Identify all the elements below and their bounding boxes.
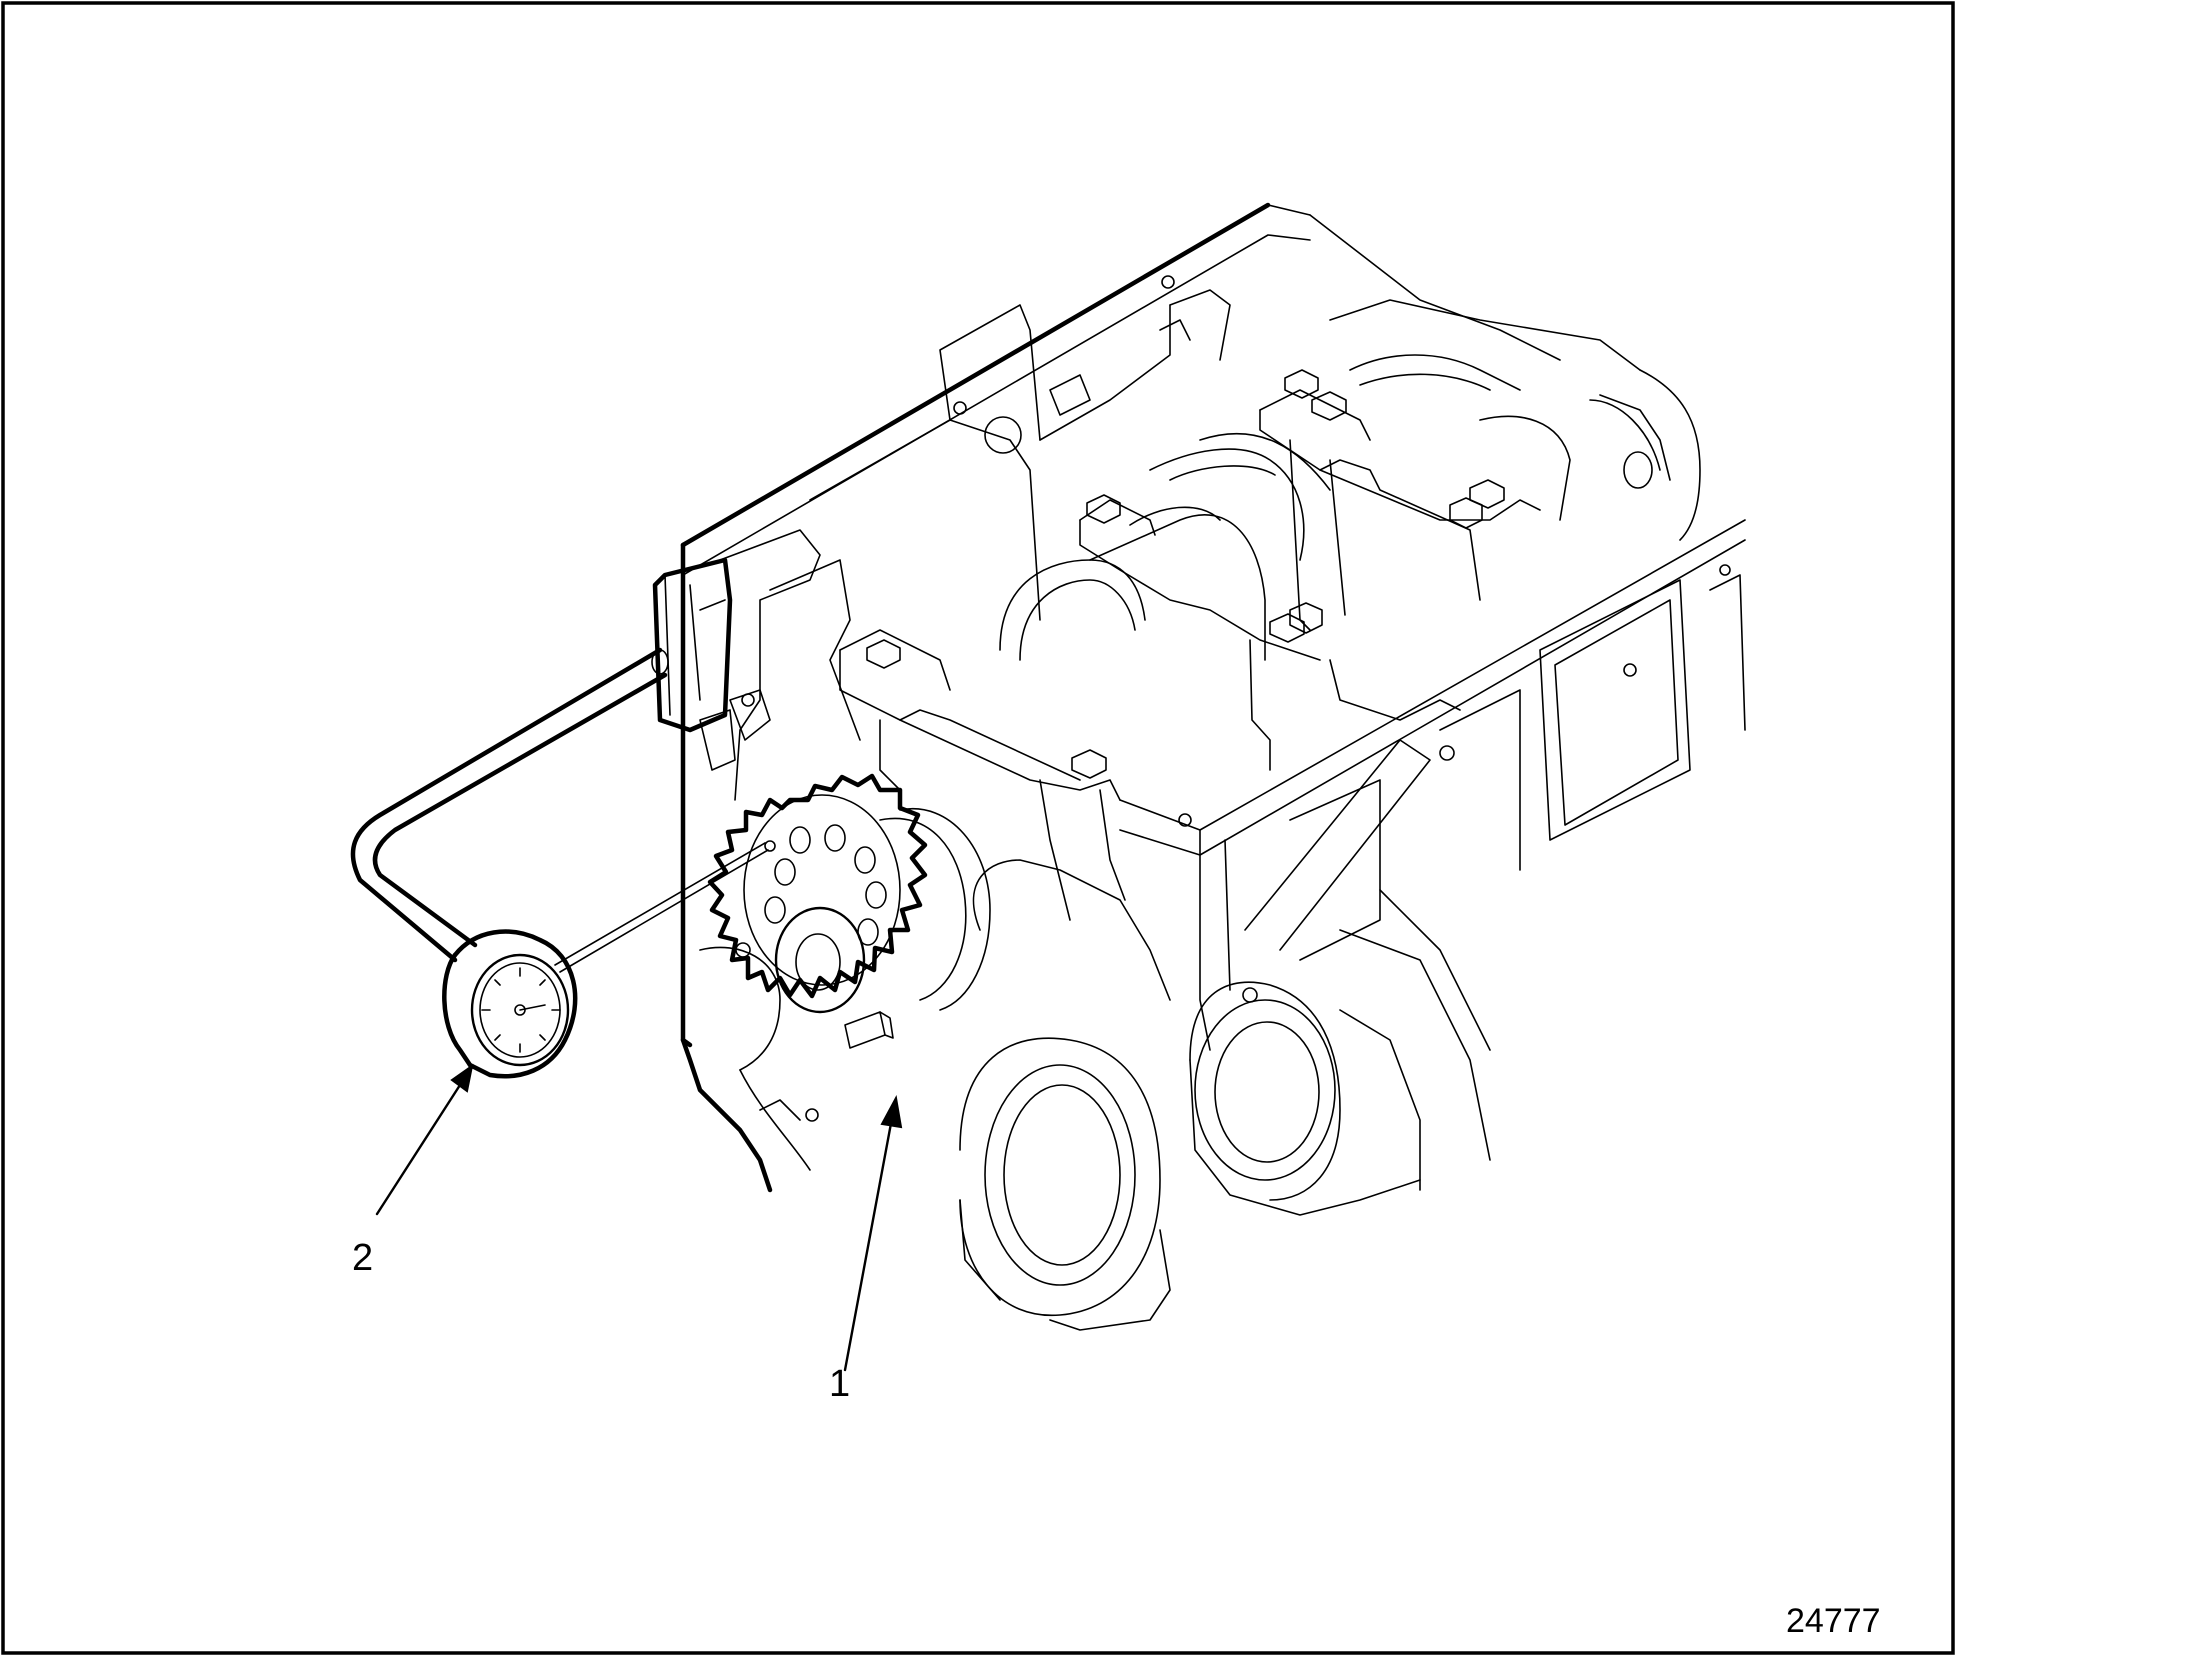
callout-2: 2 bbox=[352, 1063, 474, 1279]
callout-label-2: 2 bbox=[352, 1237, 373, 1279]
figure-frame bbox=[1, 1, 1955, 1655]
crankcase-lower bbox=[959, 859, 1491, 1331]
callout-1-arrowhead bbox=[880, 1094, 903, 1129]
gear bbox=[707, 773, 991, 1014]
callout-2-arrowhead bbox=[450, 1063, 474, 1093]
callout-label-1: 1 bbox=[829, 1363, 850, 1405]
main-bearing-cap-rear bbox=[1259, 369, 1541, 631]
callout-1: 1 bbox=[829, 1094, 903, 1405]
engine-block bbox=[680, 202, 1746, 1331]
dial-indicator bbox=[350, 557, 776, 1079]
figure-number: 24777 bbox=[1786, 1602, 1881, 1640]
main-bearing-cap-front bbox=[839, 629, 1126, 921]
main-bearing-cap-middle bbox=[1079, 494, 1461, 771]
block-side-panel bbox=[1119, 519, 1746, 1051]
crankshaft bbox=[999, 354, 1571, 661]
